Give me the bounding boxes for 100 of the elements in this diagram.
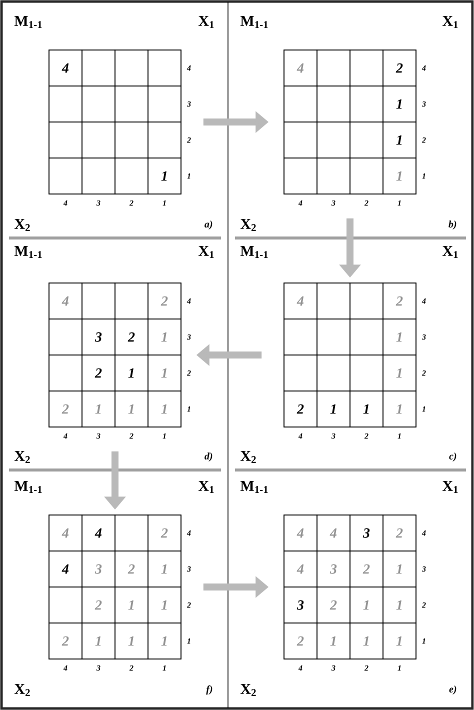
- grid-cell: 3: [82, 550, 116, 588]
- empty-cell: [48, 158, 82, 194]
- axis-number: 2: [129, 433, 134, 439]
- empty-cell: [114, 158, 148, 194]
- empty-cell: [284, 86, 318, 122]
- empty-cell: [350, 86, 384, 122]
- empty-cell: [48, 586, 82, 624]
- empty-cell: [148, 50, 182, 86]
- axis-number: 1: [422, 638, 426, 644]
- grid-cell: 1: [350, 622, 384, 660]
- grid-cell: 2: [316, 586, 350, 624]
- grid-cell: 1: [382, 550, 416, 588]
- axis-number: 1: [162, 433, 166, 439]
- row-label: M$_{1-1}$: [14, 16, 42, 28]
- grid-cell: 4: [48, 550, 82, 588]
- axis-number: 4: [298, 433, 302, 439]
- column-label: X$_{1}$: [442, 246, 458, 258]
- axis-number: 3: [331, 200, 336, 206]
- axis-label: X$_{2}$: [240, 451, 256, 463]
- grid-cell: 2: [382, 50, 416, 86]
- axis-number: 4: [422, 530, 426, 536]
- row-label: M$_{1-1}$: [240, 481, 268, 493]
- grid-cell: 1: [148, 158, 182, 194]
- axis-number: 2: [129, 665, 134, 671]
- empty-cell: [316, 318, 350, 356]
- panel-tag: c): [449, 452, 456, 462]
- grid-cell: 1: [382, 158, 416, 194]
- empty-cell: [350, 318, 384, 356]
- empty-cell: [114, 514, 148, 552]
- empty-cell: [316, 158, 350, 194]
- empty-cell: [114, 50, 148, 86]
- axis-number: 2: [422, 137, 426, 143]
- axis-number: 4: [186, 298, 191, 304]
- row-label: M$_{1-1}$: [240, 246, 268, 258]
- axis-number: 4: [298, 665, 302, 671]
- axis-number: 1: [162, 200, 166, 206]
- grid-cell: 4: [316, 514, 350, 552]
- grid-cell: 1: [382, 390, 416, 428]
- grid-cell: 1: [148, 550, 182, 588]
- panel-tag: a): [204, 220, 212, 230]
- grid-cell: 4: [284, 550, 318, 588]
- axis-number: 3: [331, 665, 336, 671]
- column-label: X$_{1}$: [442, 16, 458, 28]
- grid-cell: 1: [148, 354, 182, 392]
- axis-number: 2: [364, 665, 368, 671]
- empty-cell: [48, 318, 82, 356]
- axis-number: 1: [398, 665, 401, 671]
- grid-cell: 1: [382, 622, 416, 660]
- empty-cell: [316, 122, 350, 158]
- grid-cell: 1: [350, 390, 384, 428]
- empty-cell: [114, 282, 148, 320]
- empty-cell: [48, 354, 82, 392]
- grid-cell: 2: [382, 282, 416, 320]
- empty-cell: [82, 282, 116, 320]
- grid-cell: 1: [350, 586, 384, 624]
- grid-cell: 2: [148, 282, 182, 320]
- column-label: X$_{1}$: [198, 246, 214, 258]
- grid-cell: 4: [48, 282, 82, 320]
- axis-number: 3: [422, 566, 426, 572]
- panel-tag: e): [449, 685, 456, 695]
- empty-cell: [48, 86, 82, 122]
- grid-cell: 3: [350, 514, 384, 552]
- axis-number: 4: [63, 200, 68, 206]
- axis-number: 3: [186, 334, 191, 340]
- row-label: M$_{1-1}$: [240, 16, 268, 28]
- grid-cell: 2: [284, 622, 318, 660]
- empty-cell: [350, 158, 384, 194]
- grid-cell: 4: [48, 50, 82, 86]
- empty-cell: [316, 86, 350, 122]
- grid-cell: 2: [382, 514, 416, 552]
- empty-cell: [82, 86, 116, 122]
- empty-cell: [114, 122, 148, 158]
- empty-cell: [114, 86, 148, 122]
- axis-number: 4: [422, 65, 426, 71]
- empty-cell: [284, 158, 318, 194]
- axis-label: X$_{2}$: [240, 684, 256, 696]
- grid-cell: 1: [382, 86, 416, 122]
- row-label: M$_{1-1}$: [14, 246, 42, 258]
- axis-number: 2: [364, 200, 368, 206]
- empty-cell: [284, 318, 318, 356]
- empty-cell: [148, 86, 182, 122]
- empty-cell: [284, 354, 318, 392]
- grid-cell: 4: [284, 50, 318, 86]
- axis-number: 1: [398, 200, 401, 206]
- empty-cell: [82, 158, 116, 194]
- axis-number: 2: [186, 602, 191, 608]
- empty-cell: [316, 50, 350, 86]
- grid-cell: 2: [82, 354, 116, 392]
- axis-number: 2: [186, 370, 191, 376]
- empty-cell: [350, 354, 384, 392]
- axis-number: 3: [96, 665, 100, 671]
- grid-cell: 3: [82, 318, 116, 356]
- grid-cell: 1: [114, 622, 148, 660]
- axis-number: 1: [187, 638, 190, 644]
- axis-label: X$_{2}$: [14, 219, 30, 231]
- axis-number: 3: [422, 334, 426, 340]
- grid-cell: 1: [114, 354, 148, 392]
- axis-label: X$_{2}$: [240, 219, 256, 231]
- grid-cell: 1: [82, 390, 116, 428]
- grid-cell: 2: [114, 550, 148, 588]
